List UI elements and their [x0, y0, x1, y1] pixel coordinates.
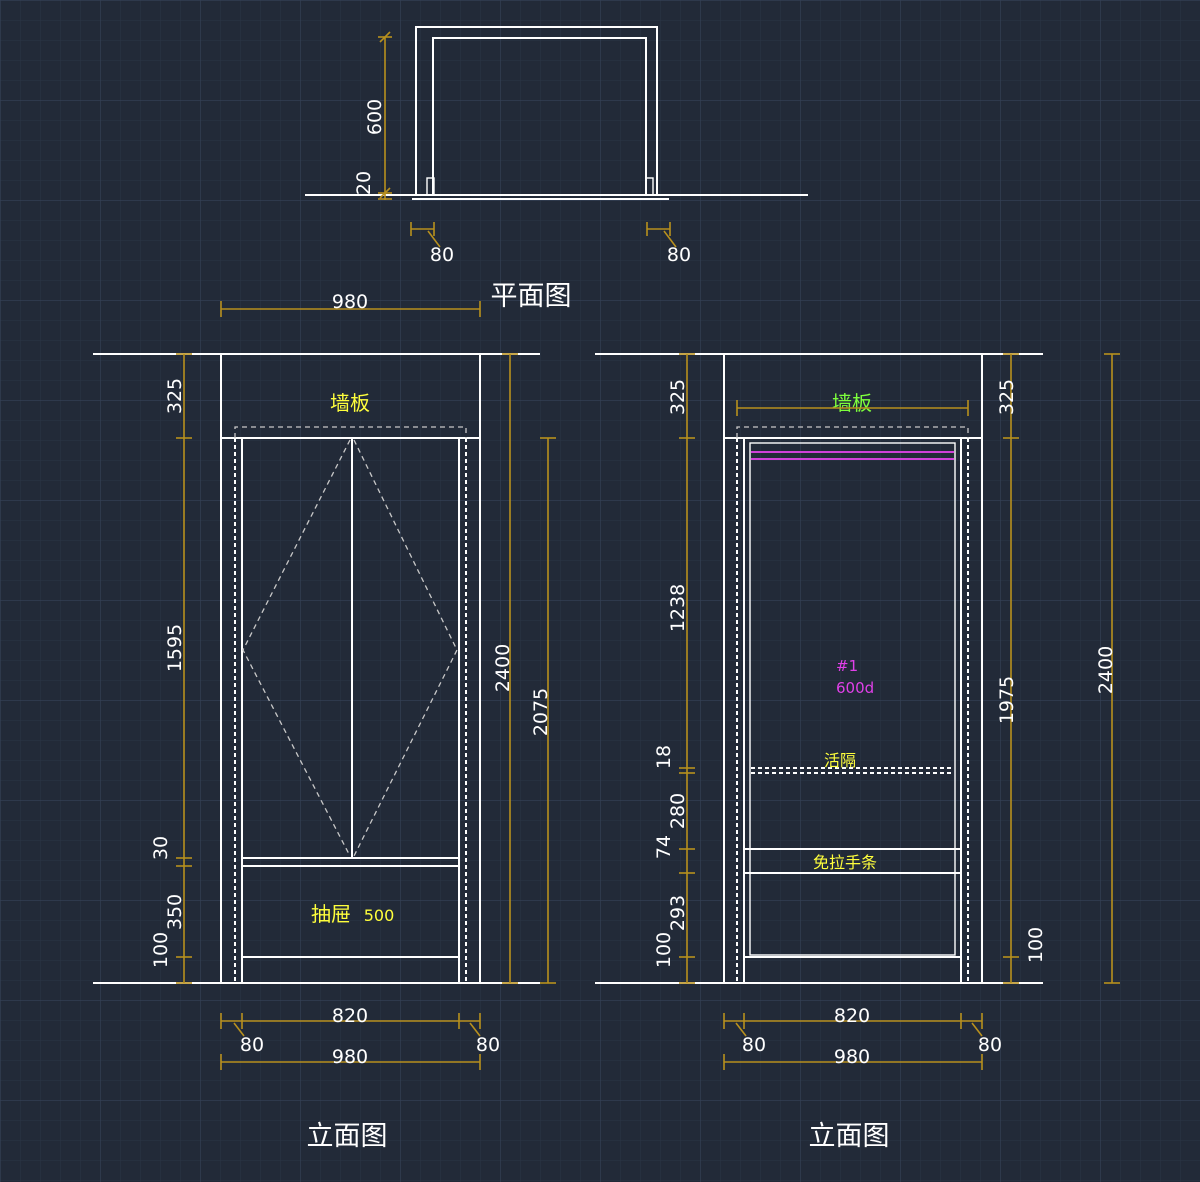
right-dim-bottom-width: 980 — [834, 1046, 870, 1068]
right-dim-inner-width: 820 — [834, 1005, 870, 1027]
right-dim-side-right: 80 — [978, 1034, 1002, 1056]
left-label-wall-panel: 墙板 — [330, 391, 370, 415]
right-dim-total: 2400 — [1095, 646, 1117, 694]
left-dim-top-width: 980 — [332, 291, 368, 313]
plan-title: 平面图 — [491, 281, 572, 312]
right-dim-side-left: 80 — [742, 1034, 766, 1056]
left-dim-cabinet: 2075 — [530, 688, 552, 736]
plan-dim-gap: 20 — [353, 171, 375, 195]
plan-view: 600 20 80 80 平面图 — [305, 26, 808, 312]
right-elevation: 墙板 #1 600d 活隔 免拉手条 325 1238 18 280 74 29… — [595, 353, 1120, 1152]
right-elevation-title: 立面图 — [809, 1121, 890, 1152]
plan-side-panel-right — [645, 177, 654, 196]
right-dim-base-right: 100 — [1025, 927, 1047, 963]
left-door-swing-right — [353, 439, 458, 857]
left-dim-rail: 30 — [150, 836, 172, 860]
left-dim-base: 100 — [150, 932, 172, 968]
left-dim-total: 2400 — [492, 644, 514, 692]
left-door-swing-left — [242, 439, 351, 857]
right-dim-top-right: 325 — [996, 379, 1018, 415]
right-dim-cabinet: 1975 — [996, 676, 1018, 724]
right-label-shelf: 活隔 — [824, 751, 856, 770]
plan-dim-side-right: 80 — [667, 244, 691, 266]
right-interior-frame — [749, 442, 956, 956]
left-dim-bottom-width: 980 — [332, 1046, 368, 1068]
right-dim-lower: 293 — [667, 895, 689, 931]
right-dim-base: 100 — [653, 932, 675, 968]
left-label-drawer-size: 500 — [364, 906, 395, 925]
left-dim-inner-width: 820 — [332, 1005, 368, 1027]
right-cabinet-top-dashed — [736, 426, 969, 438]
plan-dim-side-left: 80 — [430, 244, 454, 266]
right-label-handle: 免拉手条 — [813, 853, 877, 872]
left-cabinet-top-dashed — [234, 426, 467, 438]
right-dim-upper: 1238 — [667, 584, 689, 632]
right-label-wall-panel: 墙板 — [832, 391, 872, 415]
left-dim-side-right: 80 — [476, 1034, 500, 1056]
plan-dim-depth: 600 — [364, 99, 386, 135]
left-dim-door: 1595 — [164, 624, 186, 672]
right-dim-top: 325 — [667, 379, 689, 415]
left-dim-top: 325 — [164, 378, 186, 414]
right-label-rod-depth: 600d — [836, 679, 874, 697]
right-dim-handle: 74 — [653, 835, 675, 859]
right-dim-shelf: 18 — [653, 745, 675, 769]
right-label-rod: #1 — [836, 657, 858, 675]
right-dim-mid: 280 — [667, 793, 689, 829]
left-dim-drawer: 350 — [164, 894, 186, 930]
plan-cabinet-outer — [415, 26, 658, 195]
left-elevation: 墙板 抽屉 500 980 325 1595 30 350 100 2400 2… — [93, 291, 556, 1152]
left-dim-side-left: 80 — [240, 1034, 264, 1056]
plan-side-panel-left — [426, 177, 435, 196]
left-elevation-title: 立面图 — [307, 1121, 388, 1152]
left-label-drawer: 抽屉 — [311, 902, 351, 926]
plan-cabinet-inner — [432, 37, 647, 195]
